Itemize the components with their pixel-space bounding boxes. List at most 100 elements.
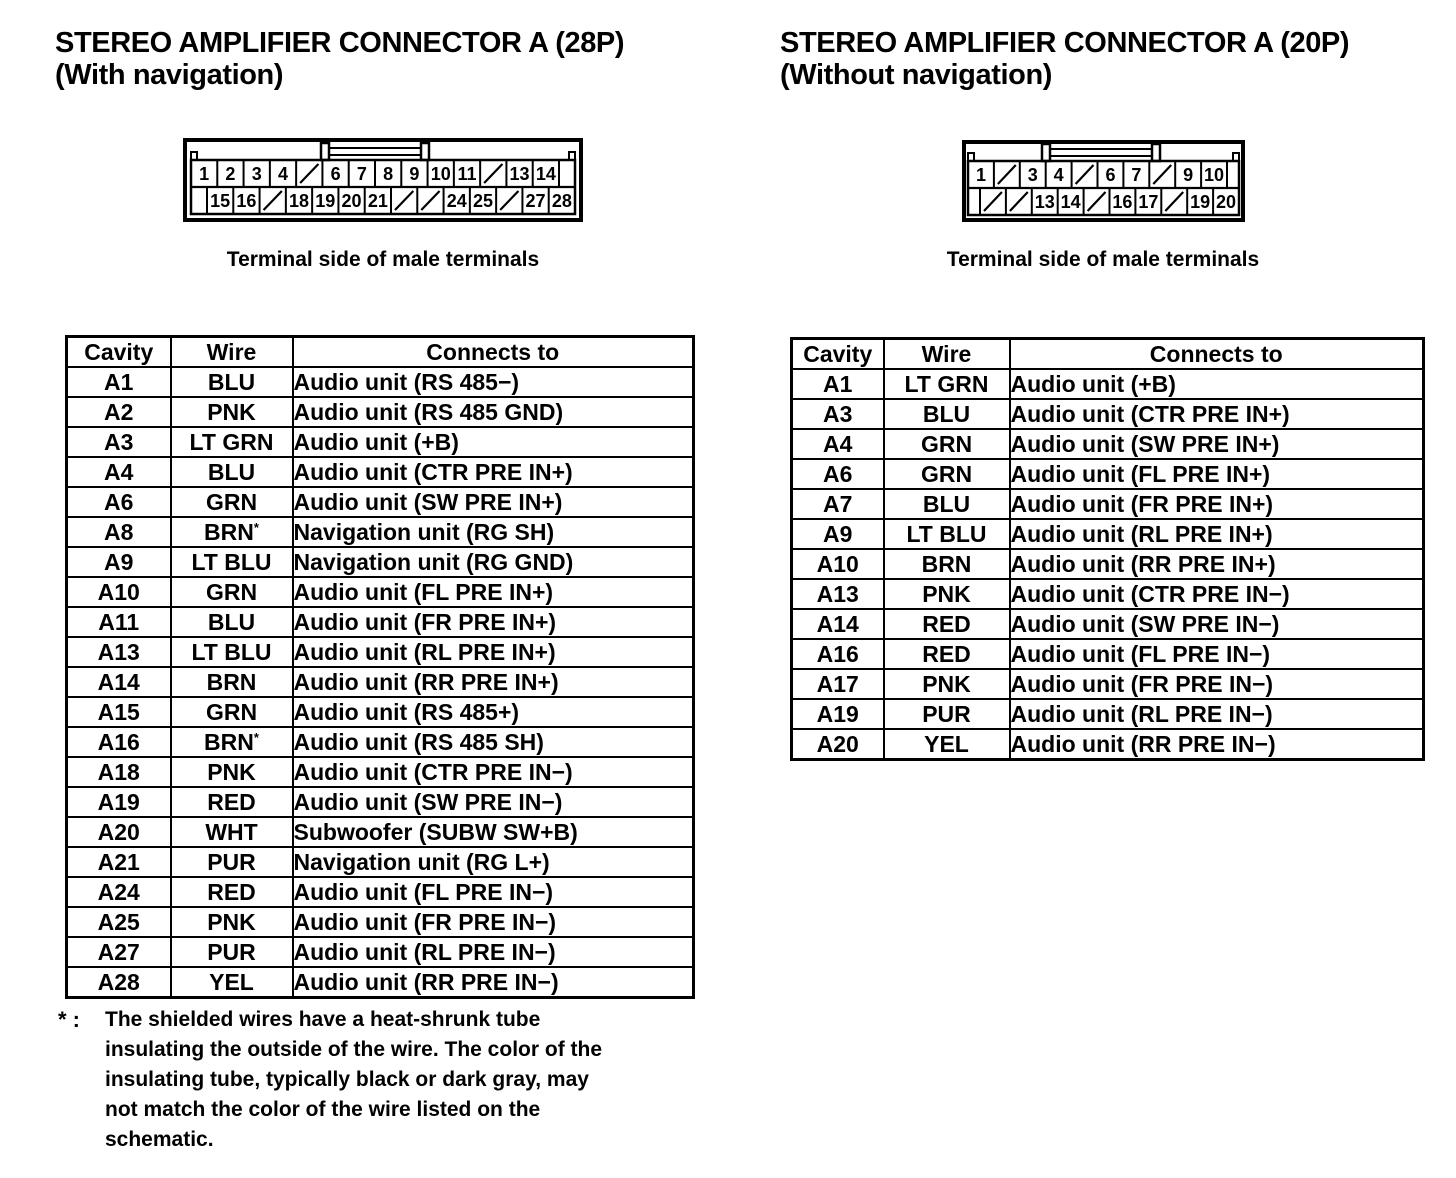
column-header: Cavity [790, 337, 885, 370]
cavity-cell: A21 [65, 846, 172, 878]
connects-to-cell: Audio unit (FL PRE IN−) [1008, 638, 1425, 670]
connects-to-cell: Audio unit (RS 485 GND) [291, 396, 695, 428]
pin-number: 9 [1183, 165, 1193, 185]
wire-color-cell: BRN* [169, 726, 294, 758]
wire-color-cell: WHT [169, 816, 294, 848]
cavity-cell: A17 [790, 668, 885, 700]
pin-number: 13 [1035, 192, 1055, 212]
column-header: Wire [169, 335, 294, 368]
pin-number: 15 [210, 191, 230, 211]
cavity-cell: A6 [790, 458, 885, 490]
pin-number: 14 [1061, 192, 1081, 212]
pin-number: 14 [536, 164, 556, 184]
column-header: Connects to [291, 335, 695, 368]
wire-color-cell: RED [882, 638, 1011, 670]
cavity-cell: A1 [790, 368, 885, 400]
connects-to-cell: Audio unit (CTR PRE IN+) [291, 456, 695, 488]
cavity-cell: A2 [65, 396, 172, 428]
wire-color-cell: RED [169, 786, 294, 818]
wire-color-cell: YEL [882, 728, 1011, 761]
wire-color-cell: LT BLU [169, 546, 294, 578]
blocked-pin-slash [983, 191, 1003, 212]
cavity-cell: A6 [65, 486, 172, 518]
cavity-cell: A28 [65, 966, 172, 999]
pin-number: 6 [331, 164, 341, 184]
pin-number: 7 [1131, 165, 1141, 185]
connects-to-cell: Audio unit (FR PRE IN+) [291, 606, 695, 638]
wire-color-cell: PNK [169, 396, 294, 428]
connects-to-cell: Navigation unit (RG SH) [291, 516, 695, 548]
pin-number: 21 [368, 191, 388, 211]
pin-number: 8 [383, 164, 393, 184]
title-line-1: STEREO AMPLIFIER CONNECTOR A (28P) [55, 27, 625, 59]
connects-to-cell: Audio unit (RS 485+) [291, 696, 695, 728]
connects-to-cell: Audio unit (RR PRE IN+) [291, 666, 695, 698]
wire-color-cell: YEL [169, 966, 294, 999]
connector-caption-28p: Terminal side of male terminals [226, 248, 540, 271]
wire-color-cell: BRN [882, 548, 1011, 580]
connects-to-cell: Navigation unit (RG GND) [291, 546, 695, 578]
connects-to-cell: Audio unit (FL PRE IN−) [291, 876, 695, 908]
latch-post [419, 141, 431, 162]
blocked-pin-slash [1164, 191, 1185, 212]
cavity-cell: A14 [790, 608, 885, 640]
footnote-line: The shielded wires have a heat-shrunk tu… [105, 1008, 541, 1031]
cavity-cell: A9 [65, 546, 172, 578]
wire-color-cell: LT GRN [169, 426, 294, 458]
pin-number: 27 [526, 191, 546, 211]
wire-color-cell: PUR [882, 698, 1011, 730]
ear-tab [967, 152, 975, 162]
cavity-cell: A1 [65, 366, 172, 398]
connects-to-cell: Audio unit (RR PRE IN−) [1008, 728, 1425, 761]
connects-to-cell: Audio unit (SW PRE IN+) [1008, 428, 1425, 460]
connects-to-cell: Audio unit (RL PRE IN+) [291, 636, 695, 668]
wire-color-cell: BRN [169, 666, 294, 698]
pin-number: 10 [431, 164, 451, 184]
pin-number: 18 [289, 191, 309, 211]
blocked-pin-slash [299, 163, 320, 184]
connects-to-cell: Audio unit (FL PRE IN+) [1008, 458, 1425, 490]
footnote-line: not match the color of the wire listed o… [105, 1098, 541, 1121]
cavity-cell: A19 [65, 786, 172, 818]
footnote-line: insulating tube, typically black or dark… [105, 1068, 589, 1091]
connects-to-cell: Audio unit (FR PRE IN−) [291, 906, 695, 938]
pin-number: 4 [278, 164, 288, 184]
pin-number: 19 [315, 191, 335, 211]
pin-number: 11 [457, 164, 476, 184]
footnote-marker: * : [58, 1007, 80, 1032]
connects-to-cell: Audio unit (CTR PRE IN−) [1008, 578, 1425, 610]
wire-color-cell: PNK [882, 578, 1011, 610]
footnote-reference-mark: * [253, 729, 259, 745]
cavity-cell: A4 [790, 428, 885, 460]
pin-number: 16 [236, 191, 256, 211]
connects-to-cell: Audio unit (RR PRE IN+) [1008, 548, 1425, 580]
blocked-pin-slash [394, 190, 415, 211]
blocked-pin-slash [1074, 164, 1095, 185]
